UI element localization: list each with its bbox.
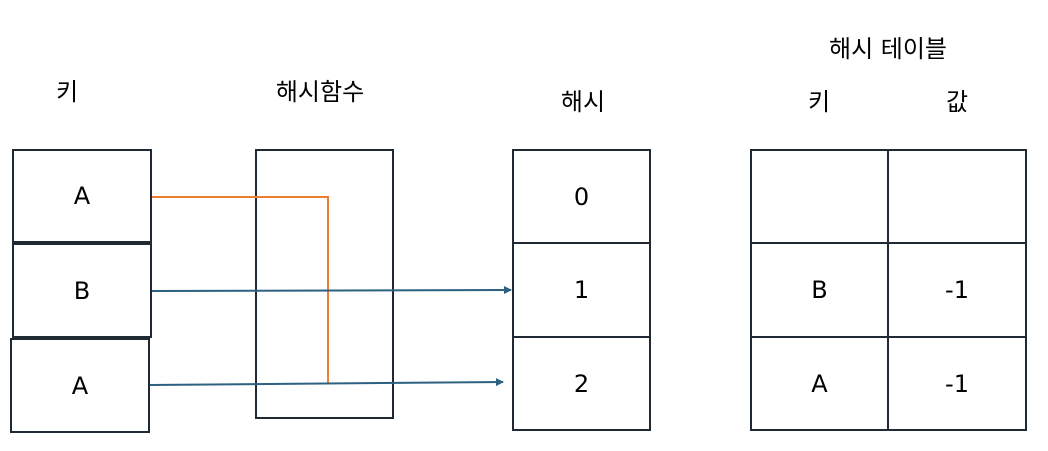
keys-header: 키 xyxy=(55,78,79,106)
hash-header: 해시 xyxy=(560,88,606,116)
table-value-cell-1 xyxy=(889,151,1025,244)
table-key-header: 키 xyxy=(807,88,831,116)
hash-cell-1: 0 xyxy=(514,151,649,244)
table-key-3: A xyxy=(811,369,828,398)
table-key-cell-3: A xyxy=(752,338,889,429)
key-label-3: A xyxy=(71,371,89,400)
hash-value-2: 1 xyxy=(573,276,590,304)
key-box-2: B xyxy=(12,243,152,338)
table-value-cell-3: -1 xyxy=(889,338,1025,429)
key-box-3: A xyxy=(10,338,150,433)
hash-cell-3: 2 xyxy=(514,338,649,429)
table-key-cell-1 xyxy=(752,151,889,244)
table-key-2: B xyxy=(811,276,828,304)
hash-value-1: 0 xyxy=(573,182,590,211)
table-value-3: -1 xyxy=(945,369,969,398)
key-box-1: A xyxy=(12,149,152,243)
table-key-cell-2: B xyxy=(752,244,889,338)
table-value-header: 값 xyxy=(945,88,969,116)
hash-value-3: 2 xyxy=(573,369,590,398)
hash-function-header: 해시함수 xyxy=(275,78,365,106)
hash-table-title: 해시 테이블 xyxy=(828,35,948,63)
table-value-2: -1 xyxy=(945,276,969,304)
hash-function-box xyxy=(255,149,394,419)
key-label-1: A xyxy=(73,182,91,210)
hash-table: B -1 A -1 xyxy=(750,149,1027,431)
hash-column: 0 1 2 xyxy=(512,149,651,431)
table-value-cell-2: -1 xyxy=(889,244,1025,338)
hash-cell-2: 1 xyxy=(514,244,649,338)
key-label-2: B xyxy=(73,276,91,305)
